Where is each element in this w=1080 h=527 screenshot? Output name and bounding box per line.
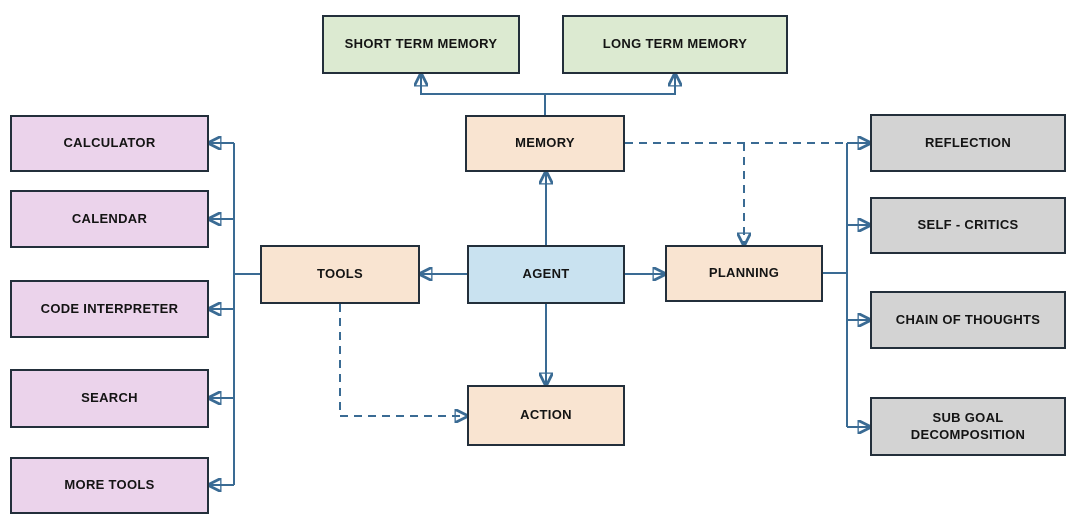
edge-memory-to-long-term-memory — [545, 74, 675, 95]
node-code-interpreter: CODE INTERPRETER — [10, 280, 209, 338]
node-short-term-memory: SHORT TERM MEMORY — [322, 15, 520, 74]
node-memory: MEMORY — [465, 115, 625, 172]
node-calendar: CALENDAR — [10, 190, 209, 248]
node-sub-goal-decomposition: SUB GOAL DECOMPOSITION — [870, 397, 1066, 456]
node-tools: TOOLS — [260, 245, 420, 304]
node-chain-of-thoughts: CHAIN OF THOUGHTS — [870, 291, 1066, 349]
node-calculator: CALCULATOR — [10, 115, 209, 172]
edge-tools-to-action-dashed — [339, 304, 467, 416]
edge-memory-to-short-term-memory — [421, 74, 546, 115]
node-action: ACTION — [467, 385, 625, 446]
node-planning: PLANNING — [665, 245, 823, 302]
node-reflection: REFLECTION — [870, 114, 1066, 172]
node-long-term-memory: LONG TERM MEMORY — [562, 15, 788, 74]
node-search: SEARCH — [10, 369, 209, 428]
node-agent: AGENT — [467, 245, 625, 304]
node-self-critics: SELF - CRITICS — [870, 197, 1066, 254]
node-more-tools: MORE TOOLS — [10, 457, 209, 514]
